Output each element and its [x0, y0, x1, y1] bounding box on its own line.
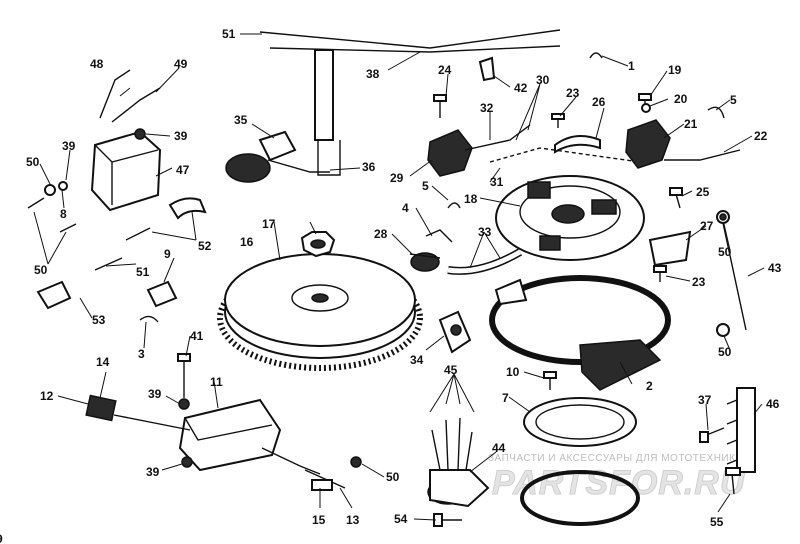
callout-41: 43: [768, 261, 782, 275]
callout-53: 53: [92, 313, 106, 327]
callout-23a: 23: [566, 86, 580, 100]
callout-1: 1: [628, 59, 635, 73]
callout-34: 34: [410, 353, 424, 367]
callout-14: 14: [96, 355, 110, 369]
callout-42: 42: [514, 81, 528, 95]
callout-26: 26: [592, 95, 606, 109]
spark-boots: [36, 197, 207, 310]
callout-17: 17: [262, 217, 276, 231]
callout-30: 30: [536, 73, 550, 87]
callout-51a: 51: [222, 27, 236, 41]
callout-54: 54: [394, 512, 408, 526]
coil-21: [625, 119, 741, 169]
callout-8: 8: [60, 207, 67, 221]
callout-48: 49: [174, 57, 188, 71]
callout-44: 45: [444, 363, 458, 377]
callout-45: 46: [766, 397, 780, 411]
link-rod: [716, 210, 747, 337]
callout-46: 47: [176, 163, 190, 177]
armature-plate: [489, 147, 645, 261]
callout-27: 27: [700, 219, 714, 233]
callout-39a: 39: [174, 129, 188, 143]
callout-2: 2: [646, 379, 653, 393]
charge-coil: [225, 130, 330, 183]
callout-28: 28: [374, 227, 388, 241]
callout-11: 11: [210, 375, 223, 389]
bracket-27: [648, 230, 692, 267]
callout-10: 10: [506, 365, 520, 379]
callout-50a: 50: [26, 155, 40, 169]
watermark-caption: ЗАПЧАСТИ И АКСЕССУАРЫ ДЛЯ МОТОТЕХНИКИ: [488, 453, 743, 464]
callout-20: 20: [674, 92, 688, 106]
retainer-ring: [489, 275, 671, 391]
callout-12: 12: [40, 389, 54, 403]
callout-31: 31: [490, 175, 504, 189]
callout-49: 50: [34, 263, 48, 277]
callout-15: 15: [312, 513, 326, 527]
sensor: [311, 479, 333, 491]
leader-lines: [33, 33, 765, 521]
retaining-ring: [520, 470, 640, 526]
callout-21: 21: [684, 117, 698, 131]
power-pack: [178, 398, 321, 475]
callout-23b: 23: [692, 275, 706, 289]
callout-35: 35: [234, 113, 248, 127]
callout-50b: 50: [386, 470, 400, 484]
washers: [44, 103, 727, 468]
callout-39d: 39: [146, 465, 160, 479]
cable-connector: [85, 394, 191, 431]
callout-9: 9: [164, 247, 171, 261]
callout-37: 37: [698, 393, 712, 407]
callout-7: 7: [502, 391, 509, 405]
corner-mark: 9: [0, 532, 3, 544]
callout-5b: 5: [422, 179, 429, 193]
watermark-brand: PARTSFOR.RU: [492, 464, 746, 502]
support-plate: [523, 397, 637, 447]
callout-51b: 51: [136, 265, 150, 279]
callout-52: 52: [198, 239, 212, 253]
callout-16: 16: [240, 235, 254, 249]
callout-labels: 51 38 1 19 20 5 21 22 26 23 24 42 30 32 …: [26, 27, 782, 529]
callout-24: 24: [438, 63, 452, 77]
callout-32: 32: [480, 101, 494, 115]
callout-40: 41: [190, 329, 204, 343]
callout-50d: 50: [718, 345, 732, 359]
bracket: [438, 310, 472, 354]
wiring-harness: [259, 29, 561, 176]
cam-plate: [554, 135, 601, 154]
callout-38: 38: [366, 67, 380, 81]
callout-3: 3: [138, 347, 145, 361]
callout-39b: 39: [62, 139, 76, 153]
callout-4: 4: [402, 201, 409, 215]
coil-29: [427, 124, 531, 177]
clips: [139, 52, 725, 323]
terminal-block: [726, 387, 756, 473]
callout-5a: 5: [730, 93, 737, 107]
callout-18: 18: [464, 192, 478, 206]
sensor-28: [409, 252, 441, 272]
callout-33: 33: [478, 225, 492, 239]
stator-unit: [427, 417, 490, 508]
callout-19: 19: [668, 63, 682, 77]
callout-13: 13: [346, 513, 360, 527]
flywheel: [217, 253, 423, 371]
callout-29: 29: [390, 171, 404, 185]
flywheel-nut: [300, 231, 336, 258]
callout-50c: 50: [718, 245, 732, 259]
callout-55: 55: [710, 515, 724, 529]
callout-39c: 39: [148, 387, 162, 401]
callout-47: 48: [90, 57, 104, 71]
callout-36: 36: [362, 160, 376, 174]
callout-43: 44: [492, 441, 506, 455]
callout-22: 22: [754, 129, 768, 143]
callout-25: 25: [696, 185, 710, 199]
